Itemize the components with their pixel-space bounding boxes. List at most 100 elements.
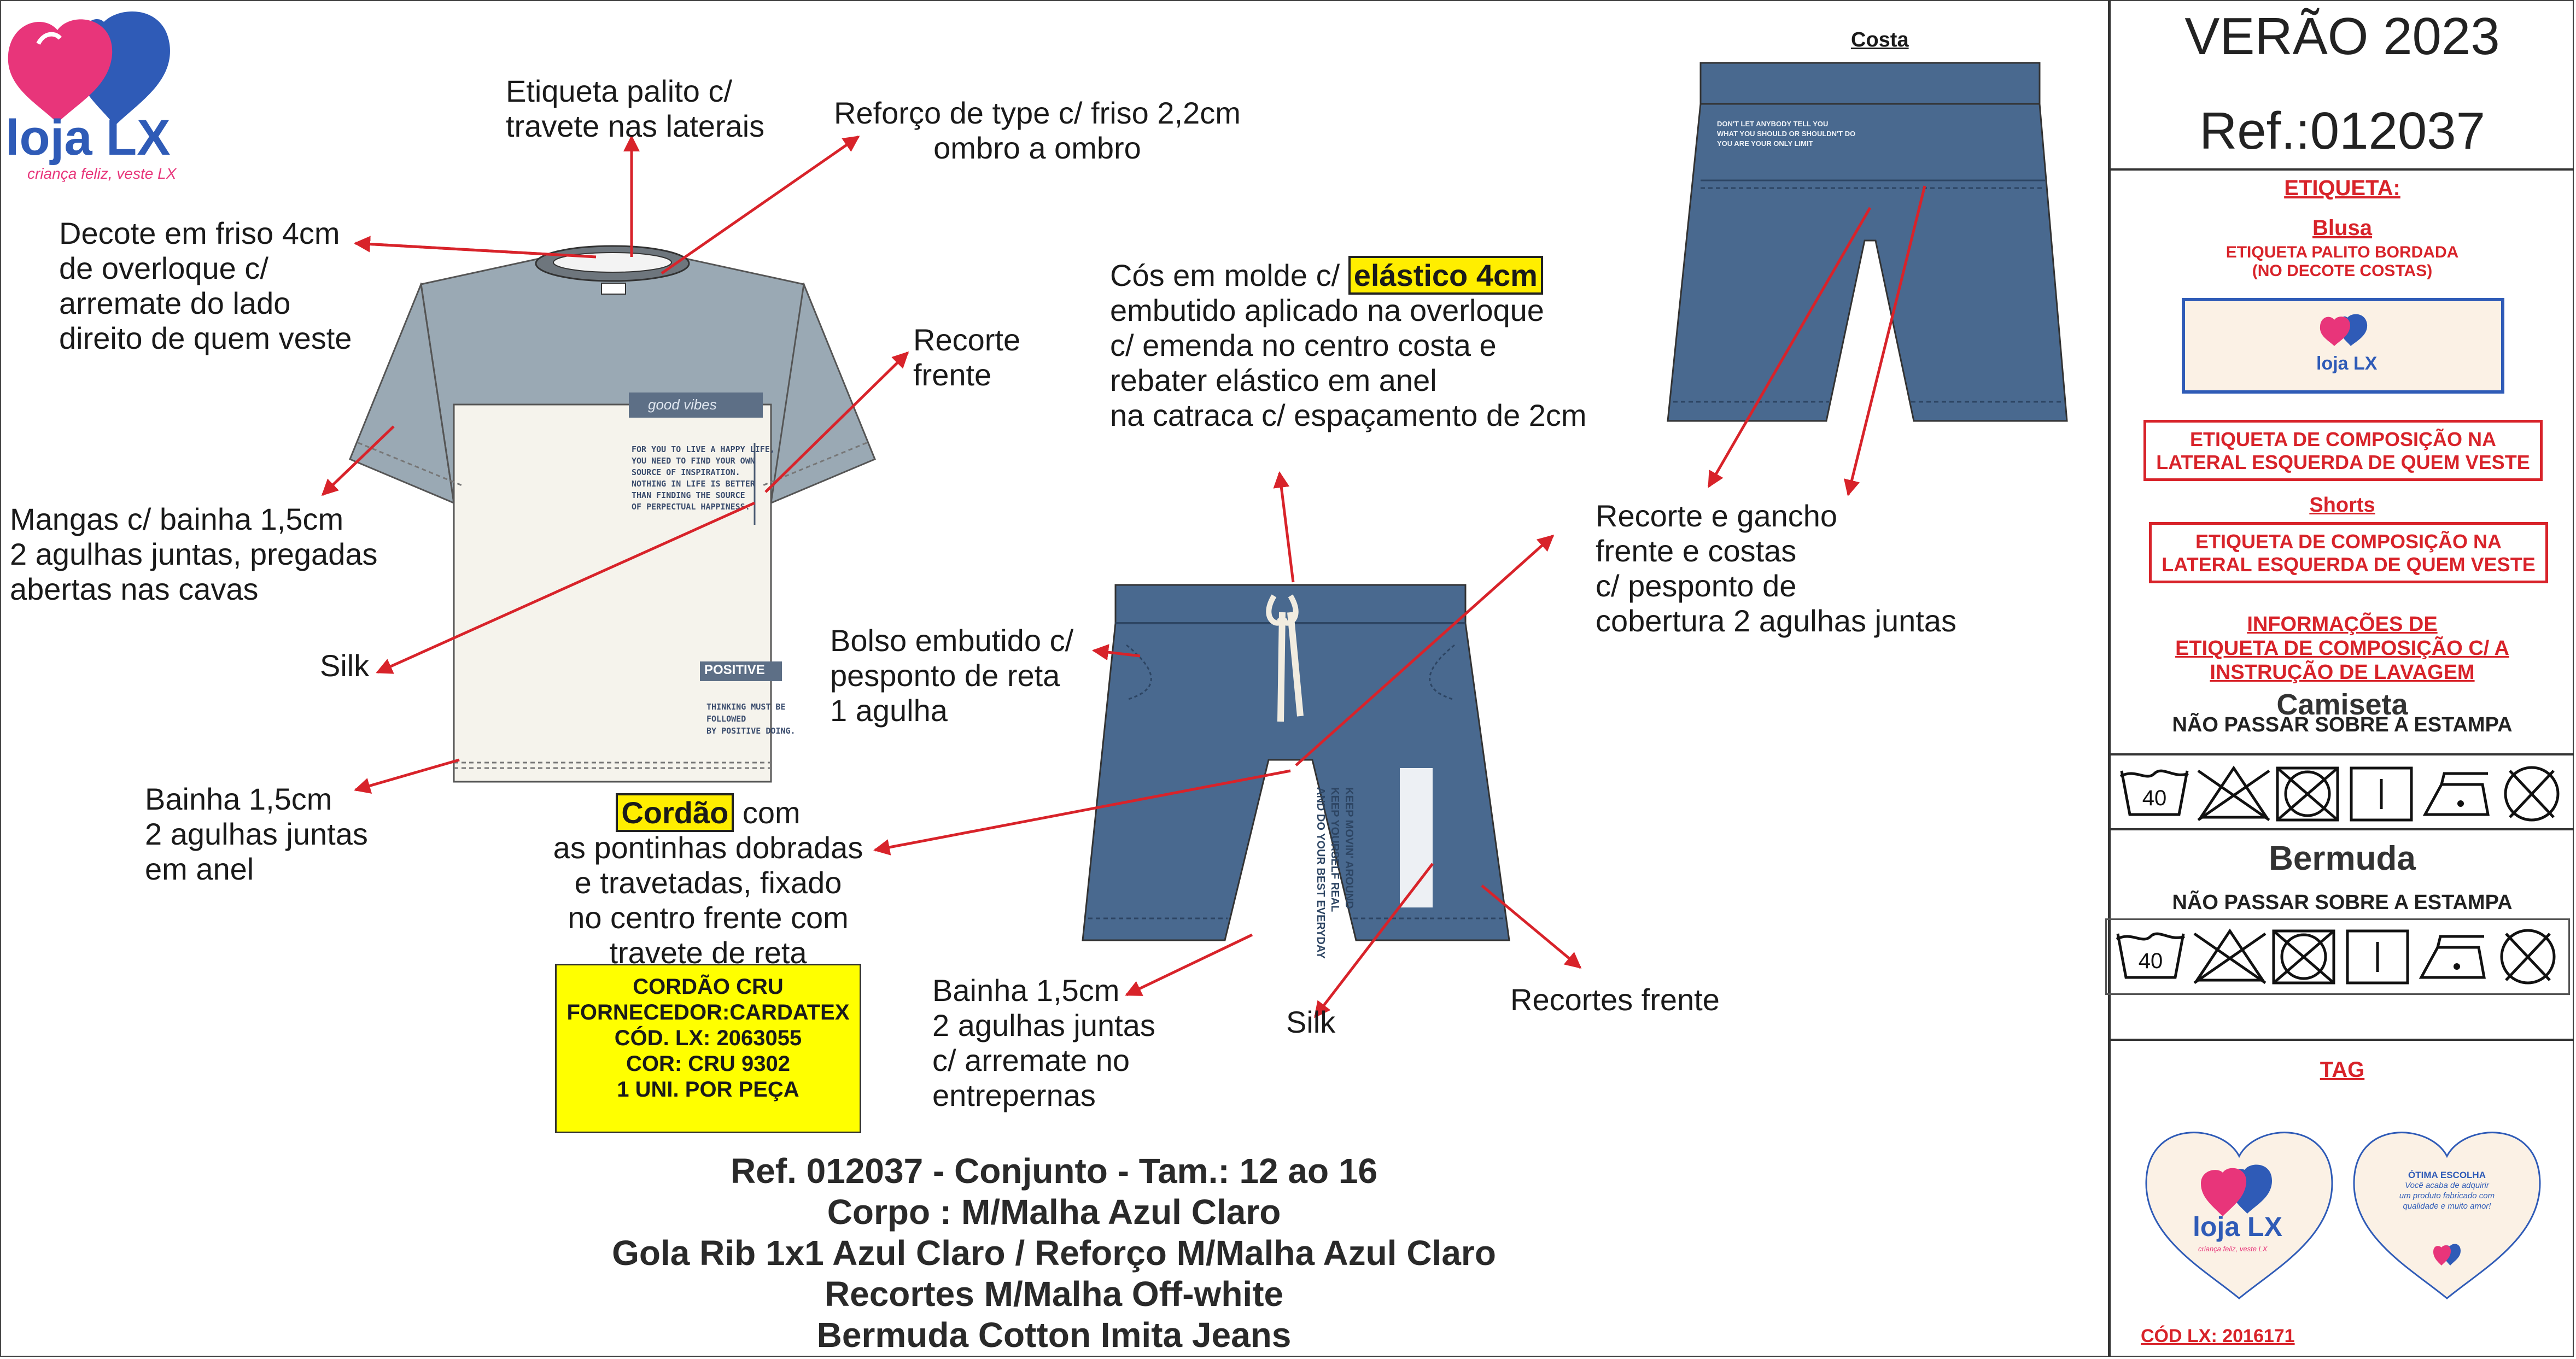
annotation-line: pesponto de reta — [830, 658, 1060, 693]
composicao-line: LATERAL ESQUERDA DE QUEM VESTE — [2162, 553, 2536, 576]
blusa-heading: Blusa — [2312, 216, 2372, 240]
logo-hearts-icon — [2320, 314, 2368, 346]
annotation-line: Etiqueta palito c/ — [506, 74, 733, 108]
annotation-line: abertas nas cavas — [10, 572, 259, 606]
annotation-cos: Cós em molde c/ elástico 4cm embutido ap… — [1110, 256, 1587, 433]
tag-back-line: ÓTIMA ESCOLHA — [2408, 1170, 2486, 1180]
season-title: VERÃO 2023 — [2184, 7, 2500, 66]
panel-divider — [2111, 753, 2574, 755]
cordao-highlight: Cordão — [616, 793, 734, 832]
spec-line-bermuda: Bermuda Cotton Imita Jeans — [816, 1315, 1292, 1355]
palito-line: ETIQUETA PALITO BORDADA — [2225, 243, 2459, 261]
annotation-line: Bolso embutido c/ — [830, 623, 1074, 658]
annotation-recorte-frente: Recorte frente — [913, 323, 1020, 393]
info-heading: INFORMAÇÕES DE ETIQUETA DE COMPOSIÇÃO C/… — [2111, 612, 2574, 684]
annotation-line: Reforço de type c/ friso 2,2cm — [834, 96, 1241, 130]
spec-line-gola: Gola Rib 1x1 Azul Claro / Reforço M/Malh… — [612, 1233, 1496, 1273]
panel-divider — [2111, 1039, 2574, 1041]
shirt-good-vibes-text: good vibes — [648, 396, 717, 413]
shorts-back-illustration — [1662, 60, 2078, 432]
annotation-silk-shirt: Silk — [320, 648, 370, 683]
shirt-quote-line: THAN FINDING THE SOURCE — [632, 490, 745, 500]
etiqueta-heading: ETIQUETA: — [2284, 176, 2400, 200]
annotation-line: c/ arremate no — [932, 1043, 1130, 1077]
annotation-line: 1 agulha — [830, 693, 948, 728]
spec-line-corpo: Corpo : M/Malha Azul Claro — [827, 1192, 1281, 1232]
annotation-bolso: Bolso embutido c/ pesponto de reta 1 agu… — [830, 623, 1073, 728]
annotation-line: Bainha 1,5cm — [932, 973, 1120, 1007]
nao-passar-bermuda: NÃO PASSAR SOBRE A ESTAMPA — [2172, 891, 2513, 914]
annotation-line: direito de quem veste — [59, 321, 352, 355]
annotation-line: 2 agulhas juntas — [145, 817, 368, 851]
annotation-line: as pontinhas dobradas — [553, 830, 863, 865]
shirt-quote-line: OF PERPECTUAL HAPPINESS. — [632, 502, 750, 512]
panel-divider — [2111, 168, 2574, 171]
annotation-mangas: Mangas c/ bainha 1,5cm 2 agulhas juntas,… — [10, 502, 378, 607]
annotation-line: frente — [913, 358, 992, 392]
annotation-line: frente e costas — [1596, 534, 1797, 568]
annotation-line: embutido aplicado na overloque — [1110, 293, 1544, 327]
nao-passar-camiseta: NÃO PASSAR SOBRE A ESTAMPA — [2172, 713, 2513, 736]
hang-tag-tagline: criança feliz, veste LX — [2198, 1245, 2268, 1253]
brand-logo: loja LX criança feliz, veste LX — [5, 5, 202, 182]
tag-back-line: Você acaba de adquirir — [2405, 1181, 2489, 1190]
annotation-etiqueta-palito: Etiqueta palito c/ travete nas laterais — [506, 74, 764, 144]
annotation-line: na catraca c/ espaçamento de 2cm — [1110, 398, 1587, 432]
cordao-spec-line: CORDÃO CRU — [633, 975, 784, 999]
camiseta-heading: Camiseta — [2276, 688, 2408, 721]
shirt-thinking-print: THINKING MUST BE FOLLOWED BY POSITIVE DO… — [706, 701, 796, 737]
annotation-text: Cós em molde c/ — [1110, 258, 1340, 292]
annotation-line: Recorte — [913, 323, 1021, 357]
annotation-line: Cordão com — [544, 793, 872, 832]
annotation-line: c/ emenda no centro costa e — [1110, 328, 1497, 362]
wash-temp-label: 40 — [2139, 949, 2163, 973]
shirt-quote-print: FOR YOU TO LIVE A HAPPY LIFE, YOU NEED T… — [632, 444, 775, 513]
shirt-positive-text: POSITIVE — [704, 663, 765, 677]
annotation-line: 2 agulhas juntas, pregadas — [10, 537, 378, 571]
composicao-box-shorts: ETIQUETA DE COMPOSIÇÃO NA LATERAL ESQUER… — [2149, 522, 2548, 583]
annotation-line: c/ pesponto de — [1596, 569, 1797, 603]
tag-back-line: qualidade e muito amor! — [2403, 1202, 2491, 1211]
logo-text: loja LX — [5, 110, 171, 166]
annotation-line: de overloque c/ — [59, 251, 268, 285]
tshirt-illustration — [339, 241, 886, 787]
annotation-line: 2 agulhas juntas — [932, 1008, 1155, 1042]
cordao-spec-box: CORDÃO CRU FORNECEDOR:CARDATEX CÓD. LX: … — [555, 964, 861, 1133]
composicao-box-blusa: ETIQUETA DE COMPOSIÇÃO NA LATERAL ESQUER… — [2143, 420, 2543, 481]
annotation-recortes-frente: Recortes frente — [1510, 982, 1720, 1017]
shorts-back-print-line: WHAT YOU SHOULD OR SHOULDN'T DO — [1717, 130, 1856, 138]
panel-divider — [2111, 828, 2574, 830]
shirt-quote-line: SOURCE OF INSPIRATION. — [632, 467, 740, 477]
spec-side-panel: VERÃO 2023 Ref.:012037 ETIQUETA: Blusa E… — [2105, 0, 2574, 1357]
cordao-spec-line: FORNECEDOR:CARDATEX — [566, 1000, 850, 1024]
costa-label: Costa — [1851, 28, 1909, 51]
spec-line-recortes: Recortes M/Malha Off-white — [824, 1274, 1284, 1314]
composicao-line: ETIQUETA DE COMPOSIÇÃO NA — [2195, 530, 2502, 553]
annotation-line: Decote em friso 4cm — [59, 216, 340, 250]
annotation-line: e travetadas, fixado — [574, 865, 842, 900]
shirt-quote-line: YOU NEED TO FIND YOUR OWN — [632, 456, 755, 466]
annotation-bainha-shirt: Bainha 1,5cm 2 agulhas juntas em anel — [145, 782, 368, 887]
annotation-line: cobertura 2 agulhas juntas — [1596, 604, 1956, 638]
shirt-thinking-line: FOLLOWED — [706, 714, 746, 724]
woven-label-sample: loja LX — [2182, 298, 2504, 394]
annotation-line: no centro frente com — [568, 900, 849, 935]
care-icons-bermuda: 40 — [2105, 918, 2570, 995]
annotation-line: em anel — [145, 852, 254, 886]
ref-title: Ref.:012037 — [2199, 102, 2486, 160]
hang-tag-back-text: ÓTIMA ESCOLHA Você acaba de adquirir um … — [2349, 1170, 2545, 1211]
shorts-back-print-line: YOU ARE YOUR ONLY LIMIT — [1717, 139, 1813, 148]
cordao-spec-line: COR: CRU 9302 — [626, 1052, 791, 1076]
shorts-back-print: DON'T LET ANYBODY TELL YOU WHAT YOU SHOU… — [1717, 119, 1855, 149]
palito-text: ETIQUETA PALITO BORDADA (NO DECOTE COSTA… — [2111, 243, 2574, 280]
annotation-line: entrepernas — [932, 1078, 1096, 1112]
annotation-line: travete nas laterais — [506, 109, 765, 143]
logo-tagline: criança feliz, veste LX — [27, 165, 177, 182]
hang-tag-logo-text: loja LX — [2193, 1211, 2282, 1242]
cordao-spec-line: CÓD. LX: 2063055 — [614, 1026, 802, 1050]
info-line: INSTRUÇÃO DE LAVAGEM — [2210, 661, 2475, 684]
hang-tag-front: loja LX criança feliz, veste LX — [2141, 1118, 2338, 1304]
shorts-heading: Shorts — [2309, 494, 2375, 517]
annotation-line: arremate do lado — [59, 286, 291, 320]
shirt-quote-line: NOTHING IN LIFE IS BETTER — [632, 479, 755, 489]
